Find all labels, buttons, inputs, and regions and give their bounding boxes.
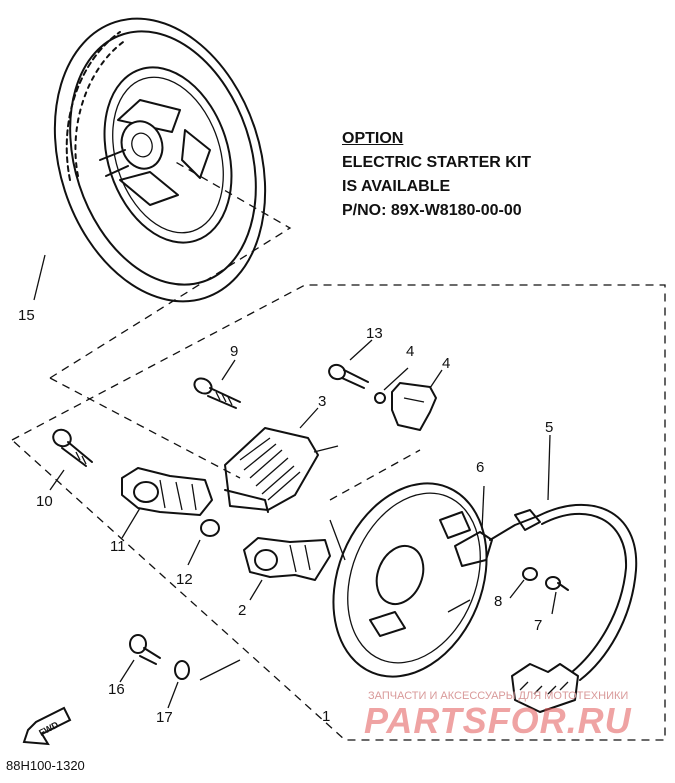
- washer-part-17: [167, 660, 190, 709]
- callout-5: 5: [545, 419, 553, 436]
- callout-8: 8: [494, 593, 502, 610]
- assembly-outline: [11, 159, 666, 741]
- washer-part-4: [374, 367, 409, 404]
- flywheel-rotor-part-15: [33, 17, 267, 303]
- nut-part-8: [509, 567, 538, 599]
- callout-7: 7: [534, 617, 542, 634]
- ignition-coil-part-3: [224, 407, 339, 513]
- callout-4a: 4: [406, 343, 414, 360]
- bolt-part-9: [193, 359, 241, 409]
- bolt-part-10: [49, 428, 93, 491]
- pickup-coil-part-11: [121, 467, 213, 539]
- wire-harness-part-5: [489, 434, 638, 713]
- callout-15: 15: [18, 307, 35, 324]
- watermark-caption: ЗАПЧАСТИ И АКСЕССУАРЫ ДЛЯ МОТОТЕХНИКИ: [368, 690, 629, 702]
- callout-13: 13: [366, 325, 383, 342]
- callout-1: 1: [322, 708, 330, 725]
- forward-arrow-icon: FWD: [22, 706, 72, 746]
- callout-9: 9: [230, 343, 238, 360]
- option-line-1: ELECTRIC STARTER KIT: [342, 154, 532, 171]
- callout-10: 10: [36, 493, 53, 510]
- screw-part-16: [119, 634, 161, 683]
- callout-6: 6: [476, 459, 484, 476]
- callout-labels: 1 2 3 4 4 5 6 7 8 9 10 11 12 13 15 16 17: [18, 307, 553, 726]
- drawing-code: 88H100-1320: [6, 758, 85, 773]
- callout-12: 12: [176, 571, 193, 588]
- screw-part-13: [328, 339, 373, 389]
- callout-4b: 4: [442, 355, 450, 372]
- stator-plate-part-1: [329, 482, 488, 678]
- bracket-part-4: [391, 369, 443, 431]
- spacer-part-12: [187, 519, 220, 566]
- option-line-2: IS AVAILABLE: [342, 178, 451, 195]
- callout-16: 16: [108, 681, 125, 698]
- callout-17: 17: [156, 709, 173, 726]
- callout-2: 2: [238, 602, 246, 619]
- charging-coil-part-2: [243, 537, 331, 601]
- callout-11: 11: [110, 538, 126, 555]
- screw-part-7: [545, 576, 569, 615]
- option-part-number: P/NO: 89X-W8180-00-00: [342, 202, 522, 219]
- option-note: OPTION ELECTRIC STARTER KIT IS AVAILABLE…: [342, 127, 531, 223]
- option-heading: OPTION: [342, 130, 404, 147]
- clamp-part-6: [454, 485, 493, 567]
- callout-3: 3: [318, 393, 326, 410]
- watermark-brand: PARTSFOR.RU: [364, 700, 632, 741]
